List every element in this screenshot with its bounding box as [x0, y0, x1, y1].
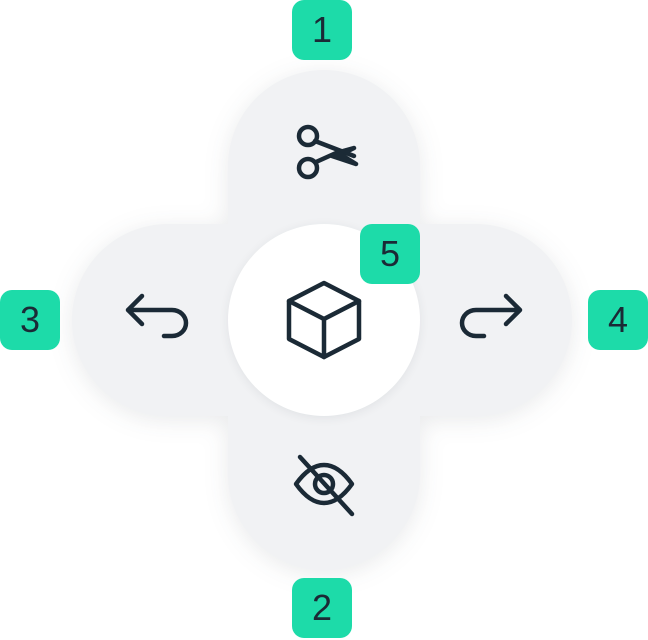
cut-button[interactable] [274, 102, 374, 202]
cube-icon [281, 277, 367, 363]
badge-right: 4 [588, 290, 648, 350]
hide-button[interactable] [274, 434, 374, 534]
undo-arrow-icon [116, 280, 196, 360]
badge-top: 1 [292, 0, 352, 60]
eye-off-icon [284, 444, 364, 524]
badge-center: 5 [360, 224, 420, 284]
badge-bottom: 2 [292, 578, 352, 638]
scissors-icon [288, 116, 360, 188]
redo-button[interactable] [442, 270, 542, 370]
undo-button[interactable] [106, 270, 206, 370]
badge-left: 3 [0, 290, 60, 350]
redo-arrow-icon [452, 280, 532, 360]
